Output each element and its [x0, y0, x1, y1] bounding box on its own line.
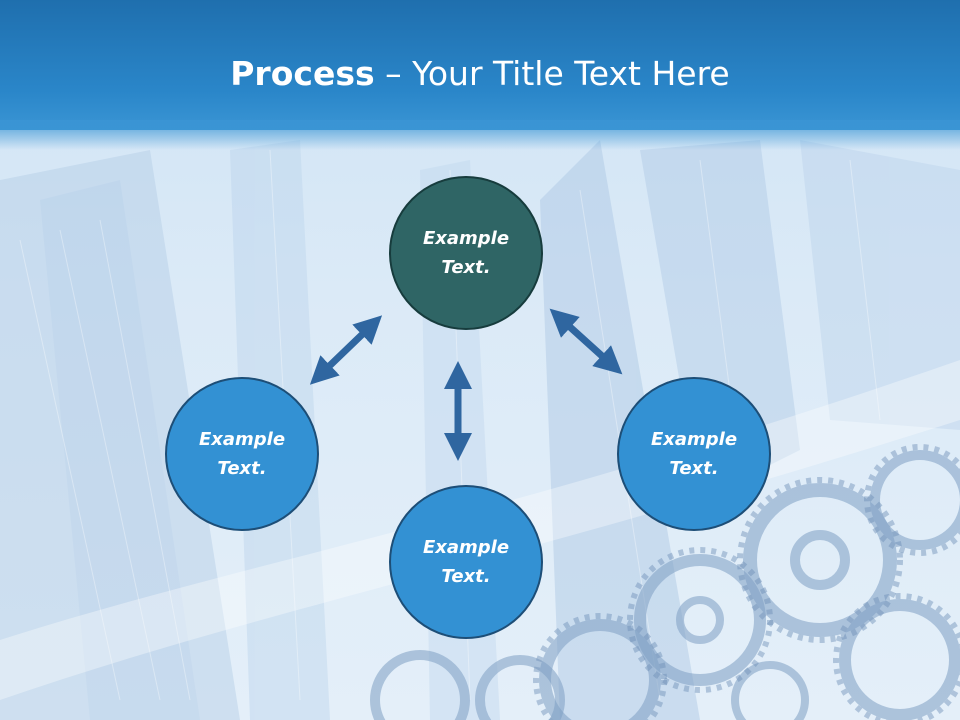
title-bold: Process	[230, 54, 375, 93]
node-right-line1: Example	[650, 429, 738, 450]
arrow-top-right	[549, 308, 623, 375]
slide-title: Process – Your Title Text Here	[0, 52, 960, 96]
node-bottom-line2: Text.	[441, 566, 491, 587]
arrow-top-left	[309, 315, 383, 385]
node-bottom-line1: Example	[422, 537, 510, 558]
node-left-line2: Text.	[217, 458, 267, 479]
node-top-line1: Example	[422, 228, 510, 249]
title-bar	[0, 0, 960, 130]
gear-teeth	[533, 444, 960, 720]
gears-cluster	[370, 450, 960, 720]
title-rest: – Your Title Text Here	[374, 54, 730, 93]
node-right-line2: Text.	[669, 458, 719, 479]
node-top-line2: Text.	[441, 257, 491, 278]
title-glow	[0, 120, 960, 150]
node-left-line1: Example	[198, 429, 286, 450]
